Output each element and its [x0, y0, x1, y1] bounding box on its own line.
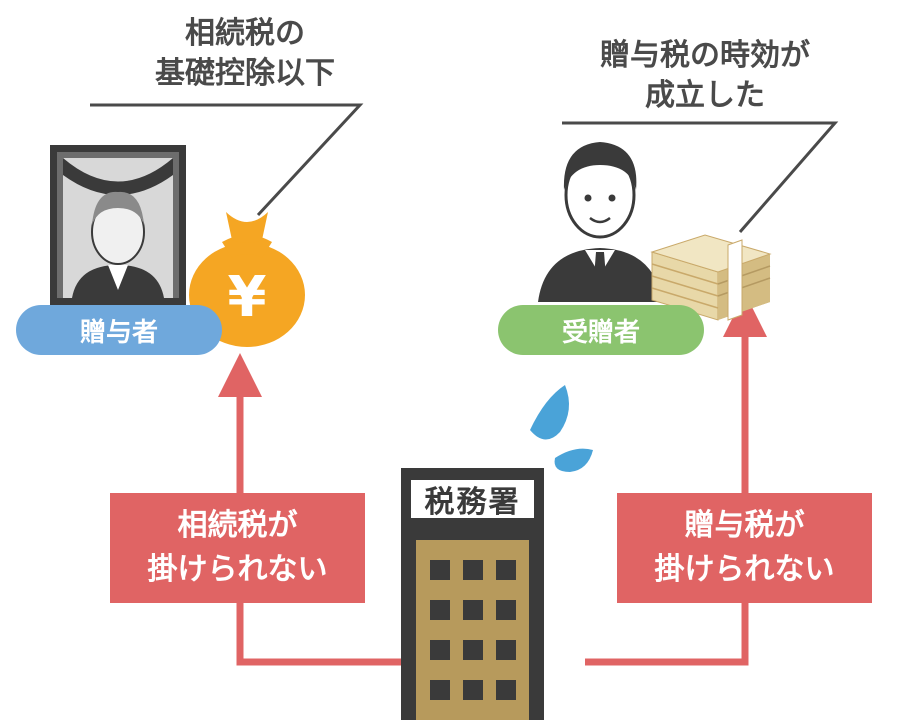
portrait-icon — [50, 145, 186, 305]
arrowhead-left — [218, 353, 262, 397]
receiver-label: 受贈者 — [498, 305, 704, 355]
box-right-line2: 掛けられない — [654, 552, 835, 587]
callout-right-line2: 成立した — [645, 78, 765, 113]
box-no-gift-tax: 贈与税が 掛けられない — [617, 493, 872, 603]
cash-stack-icon — [650, 234, 772, 321]
callout-right-line1: 贈与税の時効が — [600, 38, 810, 73]
flow-line-left — [236, 395, 405, 666]
box-right-line1: 贈与税が — [684, 508, 805, 543]
box-left-line1: 相続税が — [177, 508, 298, 543]
businessman-icon — [538, 142, 662, 302]
tax-office-sign: 税務署 — [407, 476, 538, 522]
callout-left-line1: 相続税の — [185, 16, 305, 51]
box-no-inheritance-tax: 相続税が 掛けられない — [110, 493, 365, 603]
arrowhead-right — [723, 293, 767, 337]
callout-left-leader — [90, 103, 364, 217]
box-left-line2: 掛けられない — [147, 552, 328, 587]
giver-label: 贈与者 — [16, 305, 222, 355]
callout-gift-tax-expired: 贈与税の時効が 成立した — [555, 36, 855, 116]
flow-line-right — [585, 335, 749, 666]
callout-inheritance-threshold: 相続税の 基礎控除以下 — [120, 14, 370, 94]
yen-symbol: ¥ — [228, 265, 267, 330]
callout-right-leader — [562, 121, 839, 233]
callout-left-line2: 基礎控除以下 — [155, 56, 335, 91]
sweat-drop-icon — [530, 385, 593, 472]
